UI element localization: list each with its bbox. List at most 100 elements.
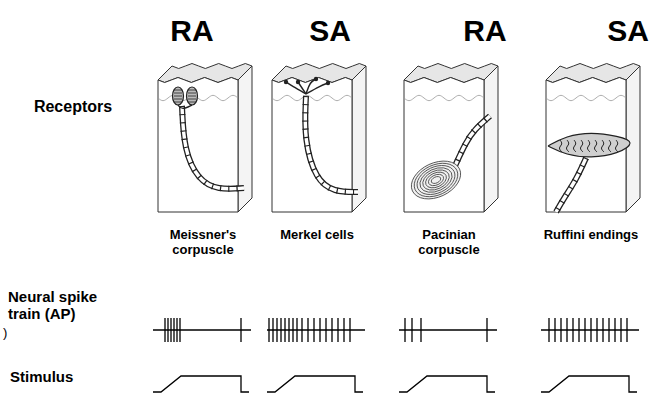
merkel-disc [326, 81, 330, 85]
action-potential [404, 318, 405, 342]
action-potential [176, 318, 177, 342]
receptor-name: Merkel cells [258, 228, 376, 243]
action-potential [276, 318, 277, 342]
meissner-corpuscle [173, 87, 184, 105]
action-potential [337, 318, 338, 342]
action-potential [608, 318, 609, 342]
skin-side [626, 66, 640, 212]
ruffini-ending [587, 140, 590, 152]
row-label: Stimulus [10, 368, 110, 385]
nerve-node [556, 158, 586, 212]
pacinian-lamella [427, 172, 446, 188]
pacinian-lamella [416, 163, 456, 197]
nerve-node [305, 96, 358, 192]
action-potential [626, 318, 627, 342]
action-potential [167, 318, 168, 342]
action-potential [554, 318, 555, 342]
skin-front [404, 78, 484, 213]
pacinian-lamella [420, 166, 453, 194]
action-potential [566, 318, 567, 342]
merkel-disc [314, 77, 318, 81]
action-potential [173, 318, 174, 342]
action-potential [280, 318, 281, 342]
action-potential [602, 318, 603, 342]
epidermis-line [404, 95, 484, 100]
meissner-corpuscle [187, 87, 198, 105]
action-potential [268, 318, 269, 342]
skin-side [484, 66, 498, 212]
nerve-fiber [305, 96, 358, 192]
epidermis-line [272, 95, 352, 100]
lamella [188, 99, 196, 100]
lamella [174, 99, 182, 100]
adaptation-label: RA [152, 14, 232, 49]
action-potential [179, 318, 180, 342]
skin-block [404, 64, 498, 213]
action-potential [319, 318, 320, 342]
skin-front [158, 78, 238, 213]
action-potential [313, 318, 314, 342]
ruffini-ending [566, 140, 569, 152]
nerve-fiber [556, 158, 586, 212]
stimulus-trace [153, 376, 249, 392]
nerve-fiber [556, 158, 586, 212]
ruffini-ending [601, 140, 604, 152]
pacinian-lamella [423, 169, 449, 191]
action-potential [170, 318, 171, 342]
lamella [174, 102, 182, 103]
action-potential [620, 318, 621, 342]
action-potential [284, 318, 285, 342]
action-potential [420, 318, 421, 342]
skin-block [158, 64, 252, 213]
nerve-branch [178, 105, 192, 108]
spike-baseline [541, 329, 639, 330]
merkel-disc [284, 80, 288, 84]
lamella [188, 96, 196, 97]
nerve-fiber [454, 116, 490, 168]
lamella [174, 93, 182, 94]
action-potential [240, 318, 241, 342]
stimulus-trace [541, 376, 637, 392]
lamella [188, 90, 196, 91]
receptor-name: Meissner's corpuscle [144, 228, 262, 258]
adaptation-label: SA [598, 14, 658, 49]
action-potential [486, 318, 487, 342]
pacinian-lamella [409, 157, 463, 204]
lamella [174, 96, 182, 97]
action-potential [614, 318, 615, 342]
nerve-node [454, 116, 490, 168]
action-potential [572, 318, 573, 342]
action-potential [584, 318, 585, 342]
action-potential [164, 318, 165, 342]
pacinian-lamella [412, 160, 459, 200]
action-potential [301, 318, 302, 342]
action-potential [296, 318, 297, 342]
merkel-branch [286, 82, 306, 94]
ruffini-ending [559, 140, 562, 152]
receptor-name: Pacinian corpuscle [390, 228, 508, 258]
ruffini-ending [573, 140, 576, 152]
pacinian-lamella [430, 175, 442, 185]
ruffini-ending [615, 140, 618, 152]
action-potential [307, 318, 308, 342]
action-potential [349, 318, 350, 342]
lamella [188, 93, 196, 94]
nerve-fiber [305, 96, 358, 192]
merkel-disc [296, 80, 300, 84]
skin-block [546, 64, 640, 213]
pacinian-lamella [405, 154, 466, 207]
row-label: Receptors [18, 98, 128, 116]
ruffini-ending [594, 140, 597, 152]
action-potential [292, 318, 293, 342]
action-potential [331, 318, 332, 342]
nerve-fiber [182, 106, 244, 189]
lamella [174, 90, 182, 91]
adaptation-label: SA [290, 14, 370, 49]
action-potential [578, 318, 579, 342]
nerve-node [182, 106, 244, 189]
adaptation-label: RA [445, 14, 525, 49]
receptor-name: Ruffini endings [532, 228, 650, 243]
stimulus-trace [399, 376, 495, 392]
action-potential [272, 318, 273, 342]
